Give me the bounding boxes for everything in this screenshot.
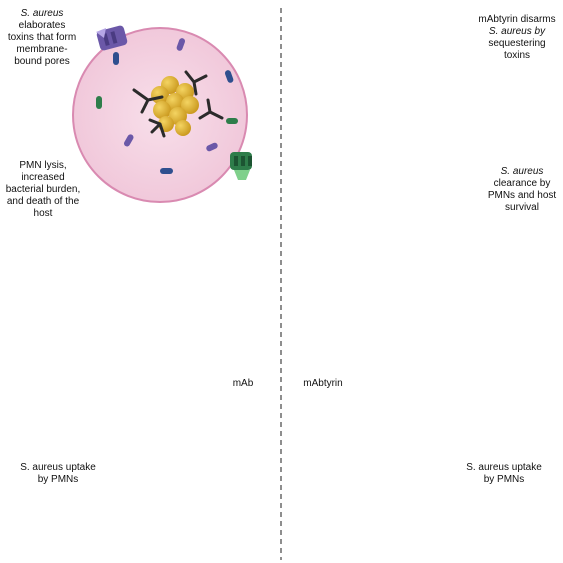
right-disarm-caption: mAbtyrin disarms S. aureus by sequesteri…	[478, 14, 556, 61]
toxin-pore-icon	[230, 152, 252, 180]
antibody-icon	[132, 70, 224, 138]
left-uptake-caption: S. aureus uptake by PMNs	[20, 462, 96, 485]
left-toxin-zoom-circle	[72, 27, 252, 203]
right-uptake-caption: S. aureus uptake by PMNs	[466, 462, 542, 485]
left-outcome-caption: PMN lysis, increased bacterial burden, a…	[5, 160, 81, 219]
mabtyrin-label: mAbtyrin	[303, 378, 343, 389]
toxin-pore-icon	[96, 25, 128, 51]
left-toxins-caption: S. aureus elaborates toxins that form me…	[7, 8, 77, 67]
mab-label: mAb	[232, 378, 254, 389]
right-outcome-caption: S. aureus clearance by PMNs and host sur…	[487, 166, 557, 213]
bacteria-cluster	[151, 76, 199, 136]
toxin-monomer-icons	[96, 38, 238, 174]
